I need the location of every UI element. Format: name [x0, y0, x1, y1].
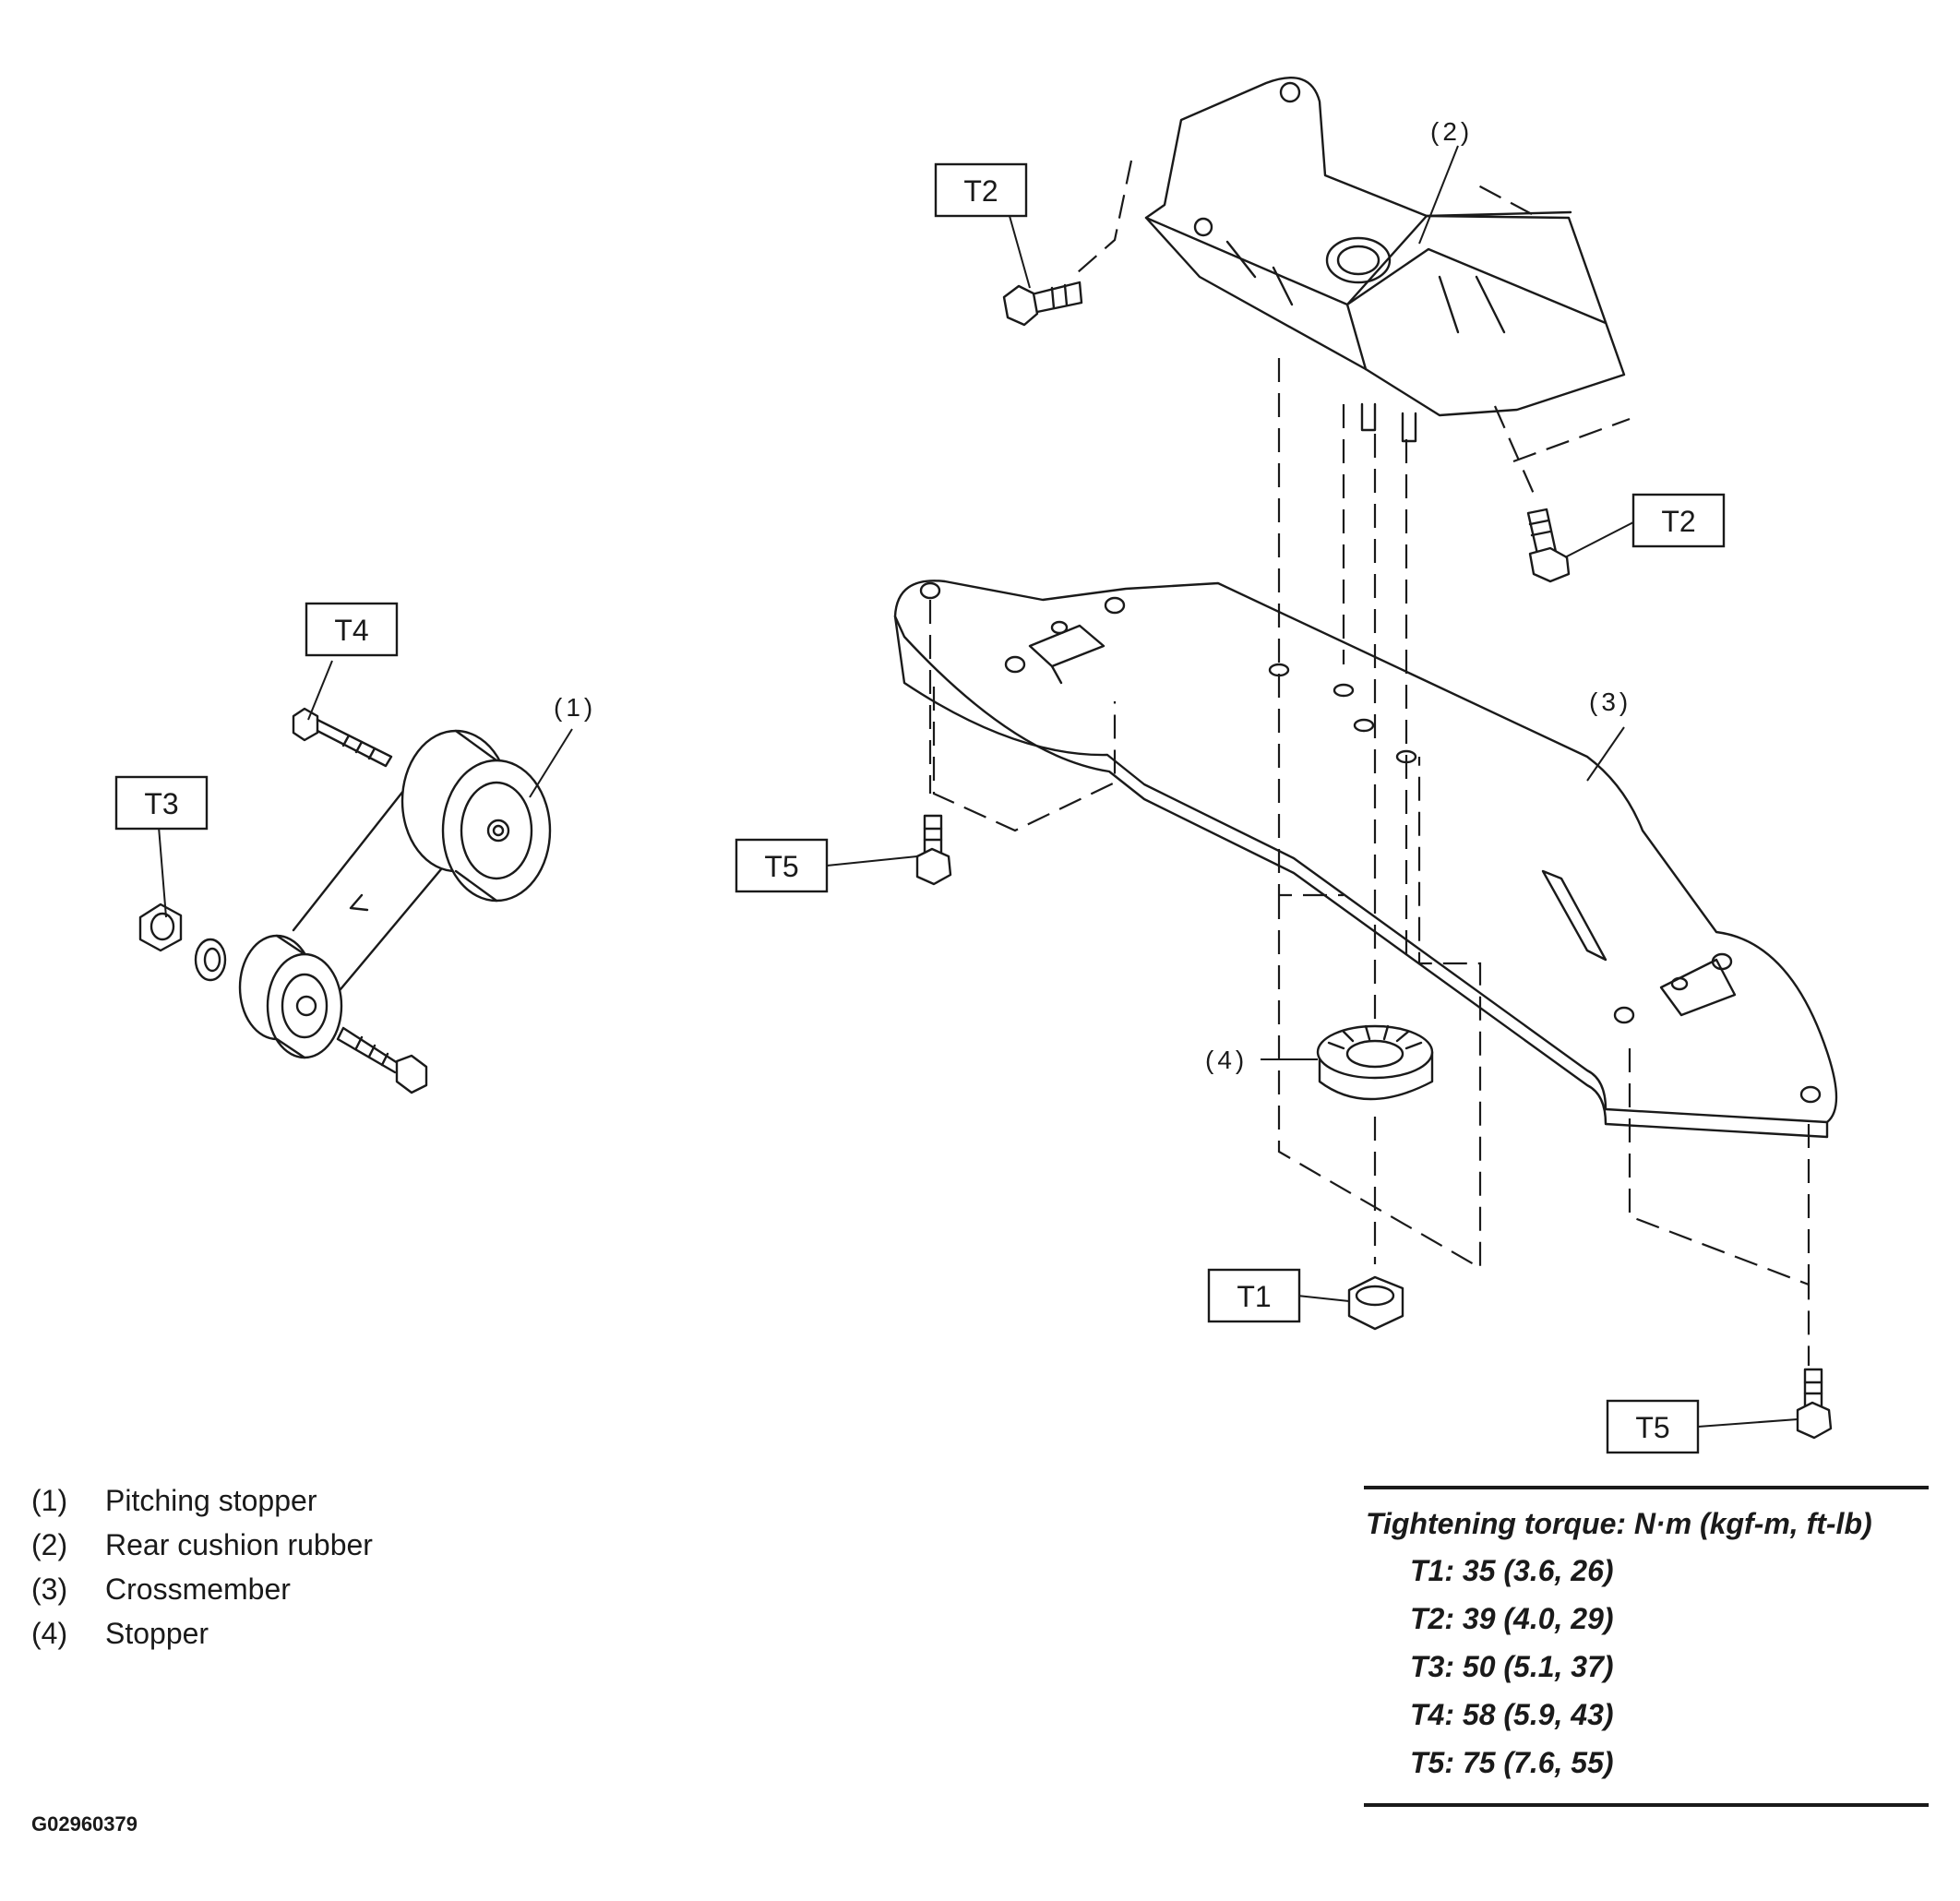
t3-tag: T3	[114, 775, 209, 831]
legend-item: (4) Stopper	[31, 1611, 373, 1656]
torque-row: T3: 50 (5.1, 37)	[1410, 1650, 1614, 1683]
t3-nut-icon	[138, 903, 183, 952]
legend-label: Stopper	[105, 1617, 209, 1650]
t1-nut-icon	[1347, 1275, 1404, 1331]
t2-upper-bolt-icon	[1002, 281, 1083, 327]
callout-1: (1)	[554, 693, 596, 722]
t2-upper-tag: T2	[934, 162, 1028, 218]
svg-text:T1: T1	[1237, 1280, 1271, 1313]
legend-number: (1)	[31, 1484, 68, 1517]
torque-row: T4: 58 (5.9, 43)	[1410, 1698, 1614, 1731]
legend-label: Crossmember	[105, 1572, 291, 1606]
svg-text:T2: T2	[1661, 505, 1695, 538]
legend-item: (3) Crossmember	[31, 1567, 373, 1611]
legend-label: Rear cushion rubber	[105, 1528, 373, 1561]
torque-row: T1: 35 (3.6, 26)	[1410, 1554, 1614, 1587]
torque-row: T2: 39 (4.0, 29)	[1410, 1602, 1614, 1635]
t4-tag: T4	[305, 602, 399, 657]
crossmember	[893, 580, 1838, 1139]
legend-label: Pitching stopper	[105, 1484, 317, 1517]
svg-text:T5: T5	[1635, 1411, 1669, 1444]
legend-item: (1) Pitching stopper	[31, 1478, 373, 1523]
t5-right-tag: T5	[1606, 1399, 1700, 1454]
washer-icon	[194, 938, 227, 982]
parts-legend: (1) Pitching stopper (2) Rear cushion ru…	[31, 1478, 373, 1656]
legend-item: (2) Rear cushion rubber	[31, 1523, 373, 1567]
t5-right-bolt-icon	[1796, 1368, 1833, 1440]
svg-text:T5: T5	[764, 850, 798, 883]
svg-text:T2: T2	[963, 174, 998, 208]
callout-2: (2)	[1430, 117, 1473, 146]
svg-text:T3: T3	[144, 787, 178, 820]
t5-left-bolt-icon	[915, 814, 952, 886]
torque-row: T5: 75 (7.6, 55)	[1410, 1746, 1614, 1779]
rear-cushion-rubber	[1144, 77, 1626, 443]
t4-bolt-icon	[292, 707, 393, 768]
t2-lower-tag: T2	[1631, 493, 1726, 548]
t1-tag: T1	[1207, 1268, 1301, 1323]
svg-text:T4: T4	[334, 614, 368, 647]
pitching-stopper	[238, 729, 552, 1059]
legend-number: (4)	[31, 1617, 68, 1650]
legend-number: (3)	[31, 1572, 68, 1606]
legend-number: (2)	[31, 1528, 68, 1561]
leader-lines	[158, 145, 1799, 1428]
callout-3: (3)	[1589, 687, 1631, 716]
t5-left-tag: T5	[735, 838, 829, 893]
figure-code: G02960379	[31, 1812, 137, 1835]
torque-table-title: Tightening torque: N·m (kgf-m, ft-lb)	[1366, 1507, 1872, 1540]
lower-bolt-icon	[336, 1026, 428, 1094]
callout-4: (4)	[1205, 1046, 1248, 1074]
t2-lower-bolt-icon	[1526, 508, 1571, 583]
assembly-lines	[928, 160, 1811, 1366]
tightening-torque-table: Tightening torque: N·m (kgf-m, ft-lb) T1…	[1364, 1486, 1929, 1807]
stopper	[1316, 1024, 1434, 1101]
